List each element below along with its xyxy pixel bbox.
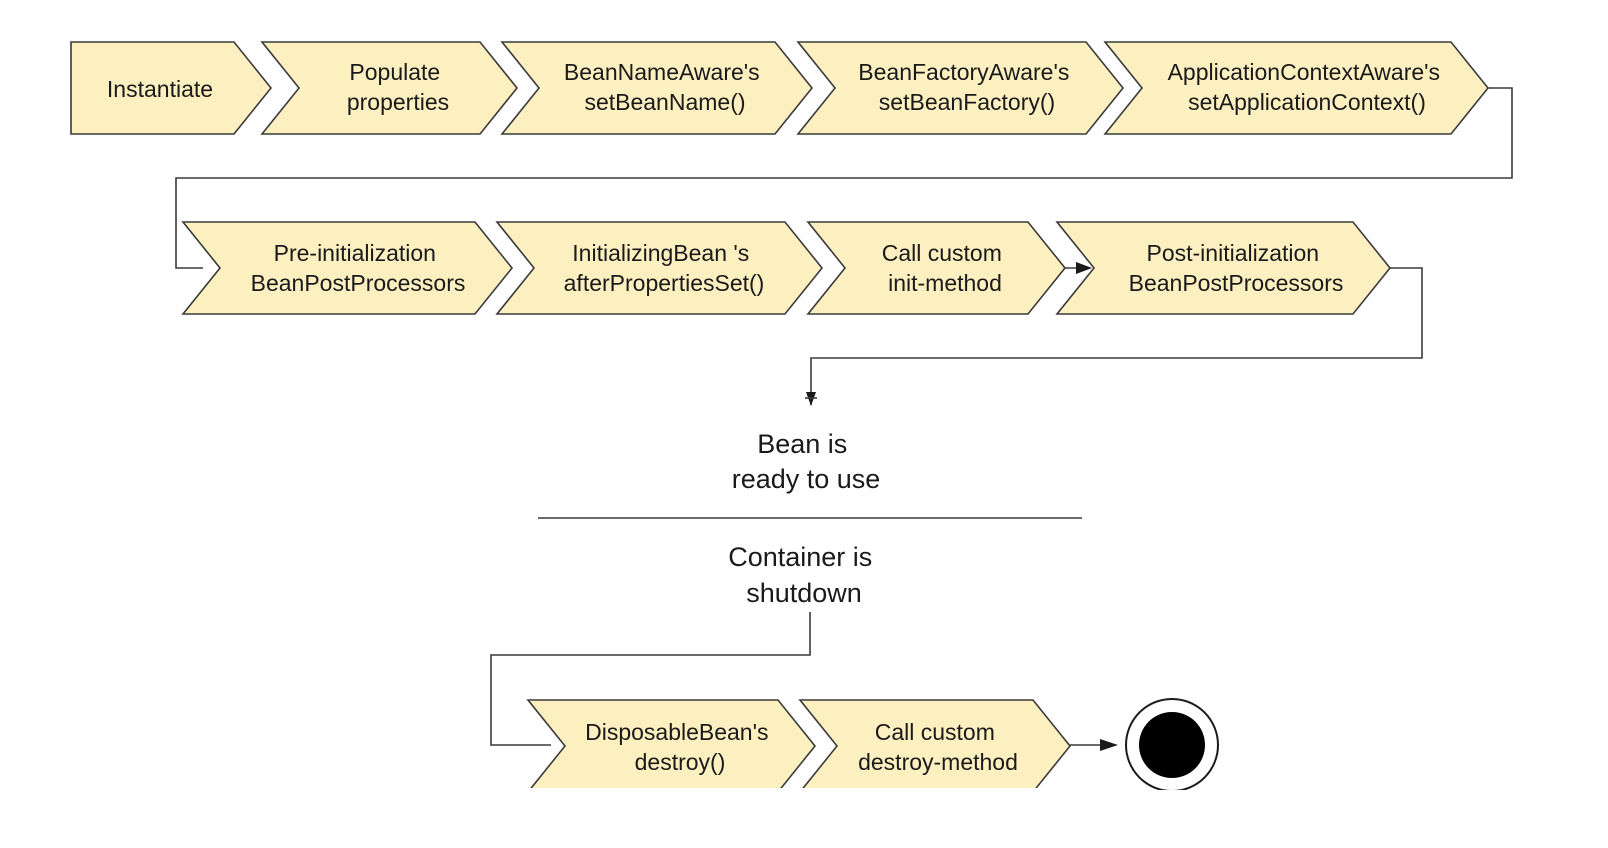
svg-text:Bean is ready to use: Bean is ready to use — [732, 429, 881, 494]
step-bean-name-aware-line2: setBeanName() — [584, 89, 745, 115]
step-initializing-bean-line2: afterPropertiesSet() — [564, 270, 765, 296]
step-instantiate: Instantiate — [70, 41, 273, 135]
end-node-dot — [1139, 712, 1205, 778]
step-bean-name-aware: BeanNameAware's setBeanName() — [500, 41, 814, 135]
svg-text:Call custom destroy-me: Call custom destroy-method — [858, 719, 1018, 775]
svg-text:Post-initialization Be: Post-initialization BeanPostProcessors — [1129, 240, 1344, 296]
ready-state-line1: Bean is — [757, 429, 847, 459]
svg-text:InitializingBean 's a: InitializingBean 's afterPropertiesSet() — [564, 240, 765, 296]
step-disposable-bean-line2: destroy() — [635, 749, 726, 775]
step-post-initialization-line2: BeanPostProcessors — [1129, 270, 1344, 296]
step-custom-init-line2: init-method — [888, 270, 1002, 296]
ready-state-line2: ready to use — [732, 464, 881, 494]
step-custom-destroy-line2: destroy-method — [858, 749, 1018, 775]
instantiation-row: Instantiate Populate properties BeanName… — [70, 41, 1490, 135]
step-instantiate-label: Instantiate — [107, 76, 213, 102]
svg-text:Call custom init-metho: Call custom init-method — [882, 240, 1009, 296]
step-pre-initialization-line2: BeanPostProcessors — [251, 270, 466, 296]
arrowhead-init-to-post — [1076, 262, 1092, 274]
connector-post-to-ready — [810, 267, 1423, 405]
svg-text:Instantiate: Instantiate — [107, 76, 213, 102]
step-application-context-aware-line1: ApplicationContextAware's — [1168, 59, 1440, 85]
step-custom-init: Call custom init-method — [806, 221, 1067, 315]
svg-text:BeanNameAware's setBea: BeanNameAware's setBeanName() — [564, 59, 766, 115]
step-custom-init-line1: Call custom — [882, 240, 1002, 266]
svg-text:Container is shutdown: Container is shutdown — [728, 542, 880, 608]
end-node — [1125, 698, 1219, 792]
shutdown-state-line1: Container is — [728, 542, 872, 572]
step-pre-initialization: Pre-initialization BeanPostProcessors — [181, 221, 514, 315]
step-application-context-aware-line2: setApplicationContext() — [1188, 89, 1426, 115]
connector-shutdown-to-destroy — [490, 612, 811, 746]
step-application-context-aware: ApplicationContextAware's setApplication… — [1103, 41, 1490, 135]
bottom-crop-mask-end — [1110, 790, 1240, 848]
step-custom-destroy-line1: Call custom — [875, 719, 995, 745]
arrowhead-end — [1100, 739, 1118, 751]
destruction-row: DisposableBean's destroy() Call custom d… — [526, 699, 1072, 793]
step-populate-properties: Populate properties — [260, 41, 519, 135]
state-section: Bean is ready to use Container is shutdo… — [538, 429, 1082, 608]
connector-row1-to-row2 — [175, 87, 1513, 269]
step-populate-line1: Populate — [349, 59, 440, 85]
step-post-initialization-line1: Post-initialization — [1147, 240, 1320, 266]
bottom-crop-mask — [0, 788, 1608, 848]
svg-text:Pre-initialization Bea: Pre-initialization BeanPostProcessors — [251, 240, 466, 296]
connectors — [175, 87, 1513, 751]
step-initializing-bean-line1: InitializingBean 's — [572, 240, 749, 266]
step-bean-factory-aware-line2: setBeanFactory() — [879, 89, 1055, 115]
shutdown-state-line2: shutdown — [746, 578, 862, 608]
step-initializing-bean: InitializingBean 's afterPropertiesSet() — [495, 221, 824, 315]
step-custom-destroy: Call custom destroy-method — [798, 699, 1072, 793]
svg-text:DisposableBean's destr: DisposableBean's destroy() — [585, 719, 775, 775]
step-disposable-bean-line1: DisposableBean's — [585, 719, 768, 745]
arrowhead-ready — [806, 392, 816, 406]
svg-text:Populate properties: Populate properties — [347, 59, 449, 115]
step-bean-factory-aware: BeanFactoryAware's setBeanFactory() — [796, 41, 1125, 135]
svg-text:ApplicationContextAware's: ApplicationContextAware's setApplication… — [1168, 59, 1447, 115]
initialization-row: Pre-initialization BeanPostProcessors In… — [181, 221, 1392, 315]
step-bean-factory-aware-line1: BeanFactoryAware's — [858, 59, 1069, 85]
step-disposable-bean: DisposableBean's destroy() — [526, 699, 817, 793]
step-populate-line2: properties — [347, 89, 449, 115]
svg-text:BeanFactoryAware's set: BeanFactoryAware's setBeanFactory() — [858, 59, 1075, 115]
step-pre-initialization-line1: Pre-initialization — [274, 240, 436, 266]
step-bean-name-aware-line1: BeanNameAware's — [564, 59, 760, 85]
step-post-initialization: Post-initialization BeanPostProcessors — [1055, 221, 1392, 315]
